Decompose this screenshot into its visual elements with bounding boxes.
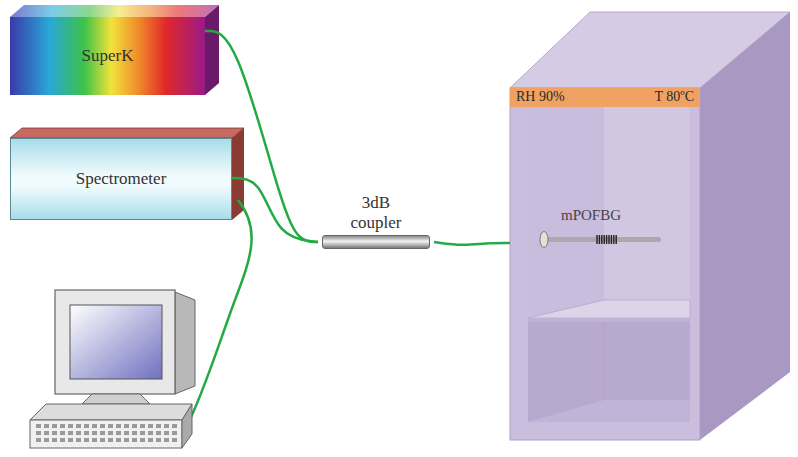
humidity-label: RH 90% — [516, 89, 565, 105]
spectrometer-top — [10, 128, 244, 138]
usb-cable — [186, 200, 252, 428]
climate-chamber-box: RH 90% T 80ºC mPOFBG — [510, 88, 700, 440]
light-source-box: SuperK — [10, 17, 205, 95]
spectrometer-label: Spectrometer — [76, 169, 167, 189]
temperature-label: T 80ºC — [655, 89, 694, 105]
computer-icon — [30, 290, 195, 448]
climate-chamber — [510, 12, 790, 440]
optical-fiber — [434, 242, 510, 245]
optical-fiber — [232, 178, 318, 242]
fiber-sample — [540, 232, 661, 248]
coupler-body — [322, 235, 430, 249]
coupler-label: 3dB coupler — [336, 193, 416, 232]
source-label: SuperK — [82, 46, 134, 66]
superk-side — [205, 5, 219, 95]
superk-top — [10, 5, 219, 17]
spectrometer-box: Spectrometer — [10, 138, 232, 220]
sensor-label: mPOFBG — [561, 207, 621, 224]
fiber-grating-sensor: mPOFBG — [545, 204, 637, 228]
status-band: RH 90% T 80ºC — [510, 88, 700, 107]
coupler: 3dB coupler — [318, 193, 434, 251]
